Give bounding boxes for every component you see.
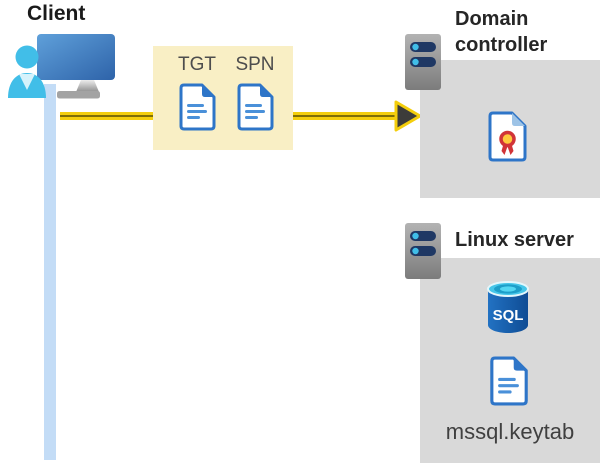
person-icon bbox=[8, 45, 46, 98]
server-icon bbox=[405, 34, 441, 90]
domain-controller-title: Domain controller bbox=[455, 8, 548, 56]
spn-document-icon bbox=[237, 83, 274, 131]
arrow-right-icon bbox=[394, 100, 422, 132]
certificate-icon bbox=[488, 111, 527, 162]
sql-database-icon: SQL bbox=[487, 281, 529, 333]
server-icon bbox=[405, 223, 441, 279]
tgt-label: TGT bbox=[178, 54, 216, 75]
ticket-box: TGT SPN bbox=[153, 46, 293, 150]
spn-ticket: SPN bbox=[232, 52, 278, 150]
keytab-filename: mssql.keytab bbox=[445, 419, 575, 444]
tgt-ticket: TGT bbox=[174, 52, 220, 150]
client-timeline-bar bbox=[44, 84, 56, 460]
sql-text: SQL bbox=[493, 307, 524, 324]
keytab-document-icon bbox=[490, 356, 528, 406]
tgt-document-icon bbox=[179, 83, 216, 131]
linux-server-title: Linux server bbox=[455, 229, 574, 251]
client-monitor-icon bbox=[37, 34, 115, 99]
client-label: Client bbox=[27, 2, 86, 25]
spn-label: SPN bbox=[235, 54, 275, 75]
